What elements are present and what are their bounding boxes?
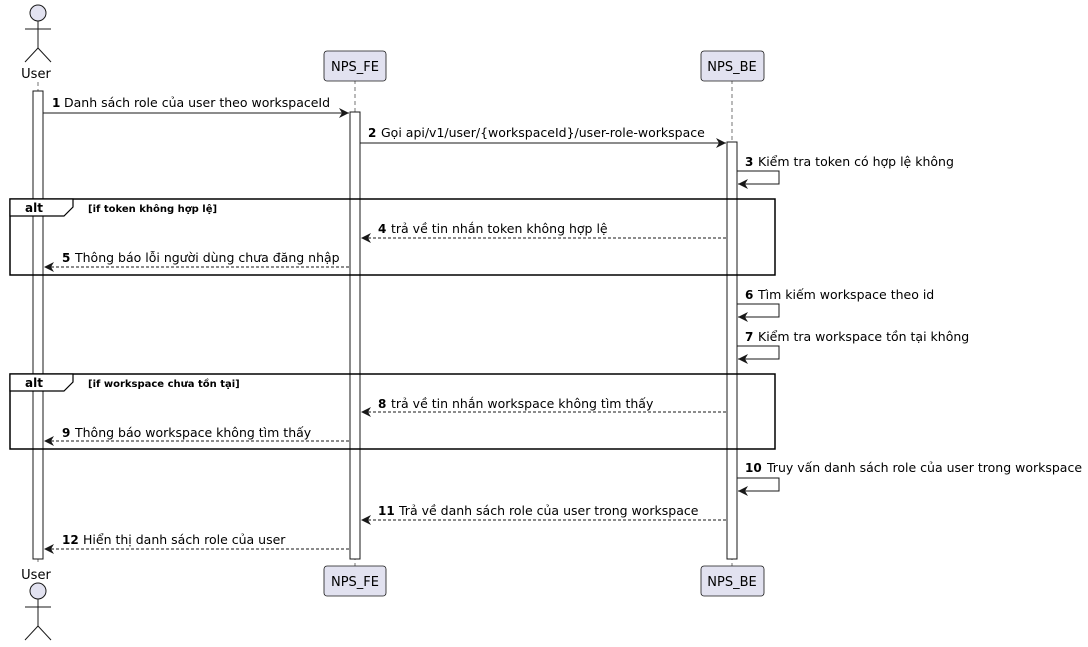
fe-label-bottom: NPS_FE [331,575,379,590]
message-number: 9 [62,426,70,440]
message-label: trả về tin nhắn token không hợp lệ [391,221,608,236]
message-4: 4 trả về tin nhắn token không hợp lệ [361,221,726,243]
user-activation [32,90,44,560]
message-11: 11 Trả về danh sách role của user trong … [361,503,726,525]
fe-participant-top: NPS_FE [323,50,387,82]
message-9: 9 Thông báo workspace không tìm thấy [44,425,349,446]
alt-keyword: alt [25,201,43,215]
alt-fragment-token: alt [if token không hợp lệ] [9,198,776,276]
message-number: 2 [368,126,376,140]
fe-label-top: NPS_FE [331,60,379,75]
message-number: 3 [745,155,753,169]
message-number: 10 [745,461,762,475]
be-activation [726,141,738,560]
be-participant-top: NPS_BE [700,50,765,82]
message-12: 12 Hiển thị danh sách role của user [44,532,349,554]
message-number: 8 [378,397,386,411]
user-actor-top: User [21,4,51,82]
message-number: 11 [378,504,395,518]
message-label: Truy vấn danh sách role của user trong w… [766,460,1082,475]
message-label: trả về tin nhắn workspace không tìm thấy [391,396,654,411]
message-label: Thông báo lỗi người dùng chưa đăng nhập [74,250,340,265]
message-8: 8 trả về tin nhắn workspace không tìm th… [361,396,726,417]
be-label-top: NPS_BE [707,60,756,75]
fe-activation [349,111,361,560]
message-number: 6 [745,288,753,302]
alt-condition: [if token không hợp lệ] [88,203,217,215]
user-label-top: User [21,67,51,82]
be-label-bottom: NPS_BE [707,575,756,590]
message-number: 4 [378,222,386,236]
message-label: Trả về danh sách role của user trong wor… [398,503,699,518]
message-1: 1 Danh sách role của user theo workspace… [43,95,349,118]
alt-fragment-workspace: alt [if workspace chưa tồn tại] [9,373,776,450]
message-label: Thông báo workspace không tìm thấy [74,425,312,440]
message-6: 6 Tìm kiếm workspace theo id [737,287,934,322]
message-7: 7 Kiểm tra workspace tồn tại không [737,329,969,364]
message-number: 12 [62,533,79,547]
message-number: 1 [52,96,60,110]
message-label: Tìm kiếm workspace theo id [757,287,934,302]
message-label: Hiển thị danh sách role của user [83,532,286,547]
be-participant-bottom: NPS_BE [700,565,765,597]
message-number: 7 [745,330,753,344]
message-label: Kiểm tra token có hợp lệ không [758,154,954,169]
alt-keyword: alt [25,376,43,390]
message-label: Kiểm tra workspace tồn tại không [758,329,969,344]
message-5: 5 Thông báo lỗi người dùng chưa đăng nhậ… [44,250,349,272]
alt-condition: [if workspace chưa tồn tại] [88,377,240,390]
message-10: 10 Truy vấn danh sách role của user tron… [737,460,1082,496]
message-3: 3 Kiểm tra token có hợp lệ không [737,154,954,189]
fe-participant-bottom: NPS_FE [323,565,387,597]
message-2: 2 Gọi api/v1/user/{workspaceId}/user-rol… [360,125,726,148]
user-label-bottom: User [21,568,51,583]
message-number: 5 [62,251,70,265]
user-actor-bottom: User [21,568,51,641]
message-label: Danh sách role của user theo workspaceId [64,95,330,110]
message-label: Gọi api/v1/user/{workspaceId}/user-role-… [381,125,705,140]
